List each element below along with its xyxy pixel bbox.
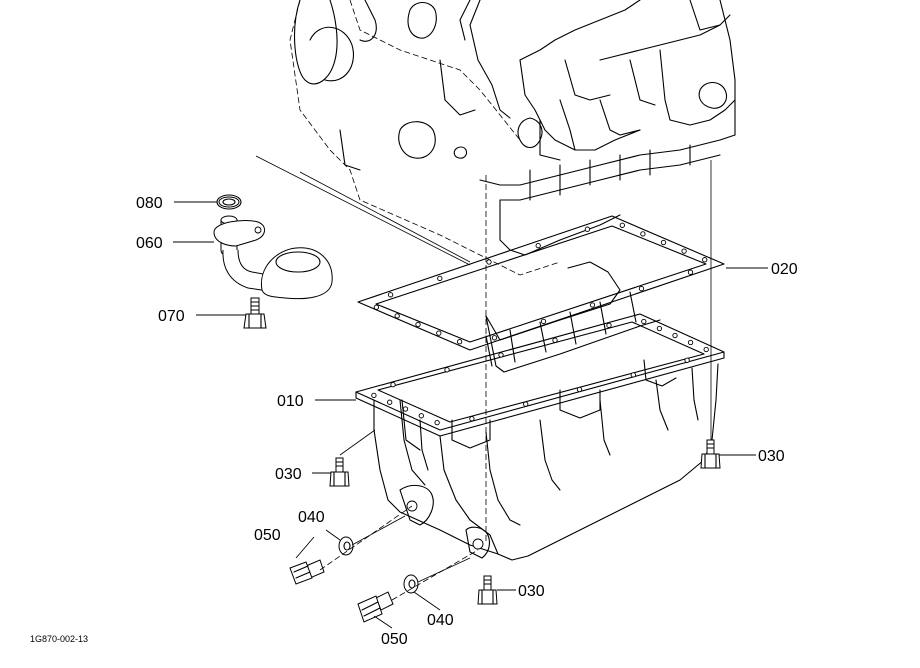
pan-bolt-hole xyxy=(434,419,440,426)
pan-bolt-hole xyxy=(387,399,393,405)
washer-040-upper xyxy=(338,536,354,556)
gasket-bolt-hole xyxy=(638,285,645,292)
oil-pan xyxy=(355,261,725,561)
pan-bolt-hole xyxy=(402,406,409,412)
oil-pan-gasket xyxy=(357,215,725,351)
drain-plug-050-upper xyxy=(289,559,325,585)
pan-bolt-hole xyxy=(371,392,377,399)
pan-bolt-hole xyxy=(703,346,709,353)
callout-040-lower: 040 xyxy=(427,612,454,629)
callout-010: 010 xyxy=(277,393,304,410)
pan-bolt-hole xyxy=(576,386,583,393)
gasket-bolt-hole xyxy=(640,231,646,237)
pan-bolt-hole xyxy=(656,325,663,332)
pan-bolt-hole xyxy=(498,352,504,358)
pan-bolt-hole xyxy=(469,416,475,422)
gasket-bolt-hole xyxy=(681,248,687,254)
bolt-070 xyxy=(243,297,267,329)
gasket-bolt-hole xyxy=(540,318,547,325)
pan-bolt-hole xyxy=(641,318,647,325)
callout-050-upper: 050 xyxy=(254,527,281,544)
callouts: 080 060 070 020 010 030 030 040 050 030 … xyxy=(136,195,798,648)
engine-block xyxy=(289,0,736,276)
gasket-bolt-hole xyxy=(456,339,463,345)
oil-strainer xyxy=(213,196,333,300)
pan-bolt-hole xyxy=(552,337,558,343)
reference-code: 1G870-002-13 xyxy=(30,634,88,644)
pan-bolt-hole xyxy=(390,381,396,388)
gasket-bolt-hole xyxy=(660,239,667,246)
washer-040-lower xyxy=(403,574,419,594)
pan-bolt-hole xyxy=(606,322,612,329)
pan-bolt-hole xyxy=(630,372,636,378)
assembly-lines xyxy=(255,155,712,601)
leader-lines xyxy=(173,201,768,629)
callout-030-bottom: 030 xyxy=(518,583,545,600)
callout-060: 060 xyxy=(136,235,163,252)
gasket-bolt-hole xyxy=(415,321,421,328)
gasket-bolt-hole xyxy=(387,292,394,298)
gasket-bolt-hole xyxy=(437,275,443,282)
callout-080: 080 xyxy=(136,195,163,212)
pan-bolt-hole xyxy=(523,401,529,407)
gasket-bolt-hole xyxy=(535,242,541,249)
gasket-bolt-hole xyxy=(373,304,380,310)
gasket-bolt-hole xyxy=(589,302,596,308)
callout-020: 020 xyxy=(771,261,798,278)
bolt-030-left xyxy=(329,457,350,487)
bolt-030-right xyxy=(700,439,721,469)
gasket-bolt-hole xyxy=(619,222,625,228)
callout-030-right: 030 xyxy=(758,448,785,465)
callout-030-left: 030 xyxy=(275,466,302,483)
gasket-bolt-hole xyxy=(687,269,694,275)
pan-bolt-hole xyxy=(687,339,694,346)
callout-070: 070 xyxy=(158,308,185,325)
gasket-bolt-hole xyxy=(584,226,591,232)
callout-050-lower: 050 xyxy=(381,631,408,648)
pan-bolt-hole xyxy=(418,413,424,419)
bolt-030-bottom xyxy=(477,575,498,605)
pan-bolt-hole xyxy=(444,367,450,373)
gasket-bolt-hole xyxy=(491,335,498,341)
drain-plug-050-lower xyxy=(357,591,394,623)
gasket-bolt-hole xyxy=(394,313,400,319)
pan-bolt-hole xyxy=(672,332,678,339)
callout-040-upper: 040 xyxy=(298,509,325,526)
gasket-bolt-hole xyxy=(436,330,442,336)
gasket-bolt-hole xyxy=(486,259,492,265)
gasket-bolt-hole xyxy=(702,257,708,263)
pan-bolt-hole xyxy=(684,357,690,363)
